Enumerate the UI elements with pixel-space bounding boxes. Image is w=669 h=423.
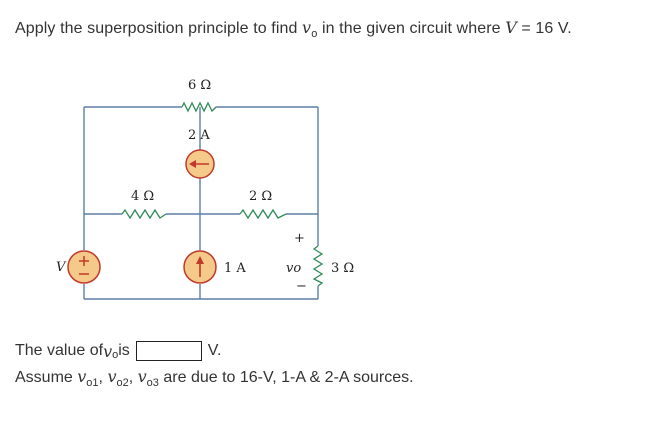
question-middle: in the given circuit where — [317, 20, 506, 37]
question-equation: = 16 V. — [516, 20, 572, 37]
vo-symbol: v — [302, 18, 312, 37]
label-1a: 1 A — [224, 261, 246, 276]
resistor-3ohm — [312, 245, 324, 287]
current-source-2a — [185, 149, 215, 179]
label-vo-plus: + — [294, 231, 305, 246]
label-vo-minus: − — [296, 279, 307, 294]
label-2a: 2 A — [188, 128, 210, 143]
vo-subscript: o — [311, 28, 318, 40]
answer-vo-subscript: o — [112, 349, 119, 361]
resistor-2ohm — [239, 208, 287, 220]
label-3ohm: 3 Ω — [331, 261, 354, 276]
arrow-left-icon — [189, 160, 196, 168]
answer-unit: V. — [207, 342, 222, 359]
label-v: V — [56, 260, 67, 275]
resistor-6ohm — [181, 101, 217, 113]
question-prefix: Apply the superposition principle to fin… — [15, 20, 303, 37]
current-source-1a — [183, 250, 217, 284]
answer-is: is — [118, 342, 130, 359]
label-vo: vo — [286, 261, 301, 276]
v-symbol: V — [505, 18, 517, 37]
answer-prefix: The value of — [15, 342, 104, 359]
label-4ohm: 4 Ω — [131, 189, 154, 204]
vo3-subscript: o3 — [146, 377, 159, 389]
vo-answer-input[interactable] — [135, 341, 202, 361]
voltage-source — [67, 250, 101, 284]
vo2-subscript: o2 — [116, 377, 129, 389]
assume-prefix: Assume — [15, 369, 78, 386]
assume-suffix: are due to 16-V, 1-A & 2-A sources. — [158, 369, 414, 386]
question-text: Apply the superposition principle to fin… — [15, 18, 572, 40]
assume-text: Assume vo1, vo2, vo3 are due to 16-V, 1-… — [15, 367, 414, 389]
circuit-wires — [83, 106, 319, 300]
vo2-symbol: v — [107, 367, 117, 386]
label-2ohm: 2 Ω — [249, 189, 272, 204]
answer-vo-symbol: v — [103, 341, 113, 361]
vo3-symbol: v — [137, 367, 147, 386]
vo1-subscript: o1 — [86, 377, 99, 389]
vo1-symbol: v — [77, 367, 87, 386]
resistor-4ohm — [121, 208, 167, 220]
label-6ohm: 6 Ω — [188, 78, 211, 93]
arrow-up-icon — [196, 256, 204, 264]
